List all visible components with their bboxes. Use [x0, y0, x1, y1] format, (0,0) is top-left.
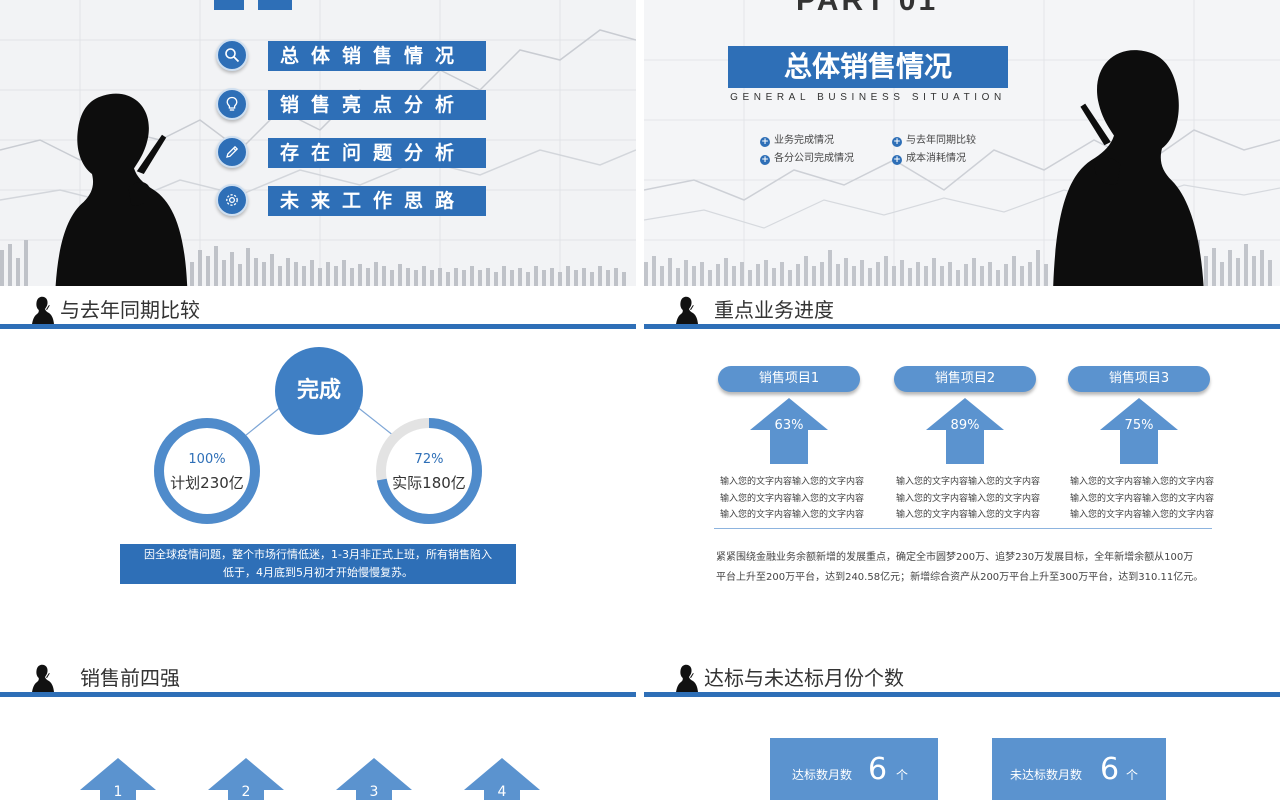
woman-silhouette — [1053, 50, 1204, 286]
rank-number: 4 — [497, 784, 507, 800]
up-arrow-icon — [464, 758, 540, 800]
met-months-value: 6 — [868, 752, 888, 787]
silhouette-icon — [674, 296, 700, 326]
note-line: 因全球疫情问题，整个市场行情低迷，1-3月非正式上班，所有销售陷入 — [144, 548, 492, 561]
toc-item-1[interactable]: 总体销售情况 — [216, 39, 506, 73]
section-divider — [0, 324, 636, 329]
connector-lines — [239, 405, 395, 441]
rank-arrow-2: 2 — [208, 758, 284, 800]
met-months-box: 达标数月数 6 个 — [770, 738, 938, 800]
slide-key-progress[interactable]: 重点业务进度 销售项目1 63% 输入您的文字内容输入您的文字内容输入您的文字内… — [644, 294, 1280, 654]
section-title: 与去年同期比较 — [60, 298, 200, 322]
section-title: 重点业务进度 — [714, 298, 834, 322]
slide-monthly-targets[interactable]: 达标与未达标月份个数 达标数月数 6 个 未达标数月数 6 个 — [644, 662, 1280, 800]
section-divider — [644, 692, 1280, 697]
done-badge: 完成 — [275, 347, 363, 435]
met-months-unit: 个 — [896, 768, 909, 782]
part-point-4[interactable]: +成本消耗情况 — [892, 153, 966, 165]
toc-item-3[interactable]: 存在问题分析 — [216, 136, 506, 170]
plan-label: 计划230亿 — [170, 474, 244, 492]
part-point-2[interactable]: +与去年同期比较 — [892, 135, 976, 147]
section-separator — [714, 528, 1212, 529]
toc-item-label[interactable]: 总体销售情况 — [268, 41, 486, 71]
note-box: 因全球疫情问题，整个市场行情低迷，1-3月非正式上班，所有销售陷入 低于，4月底… — [120, 544, 516, 584]
project-percent: 75% — [1124, 418, 1154, 433]
toc-title-fragment — [214, 0, 292, 10]
part-number-label: PART 01 — [796, 0, 939, 17]
section-header: 重点业务进度 — [644, 294, 1280, 330]
project-percent: 63% — [774, 418, 804, 433]
section-title: 销售前四强 — [80, 666, 180, 690]
up-arrow-icon — [208, 758, 284, 800]
rank-arrow-1: 1 — [80, 758, 156, 800]
plan-ring: 100% 计划230亿 — [152, 416, 262, 526]
rank-number: 2 — [241, 784, 251, 800]
rank-number: 3 — [369, 784, 379, 800]
rank-number: 1 — [113, 784, 123, 800]
project-name[interactable]: 销售项目1 — [718, 366, 860, 392]
met-months-label: 达标数月数 — [792, 768, 853, 782]
slide-toc[interactable]: 总体销售情况 销售亮点分析 存在问题分析 未来工作思路 — [0, 0, 636, 286]
progress-description: 紧紧围绕金融业务余额新增的发展重点，确定全市圆梦200万、追梦230万发展目标，… — [716, 552, 1204, 583]
slide-top-four[interactable]: 销售前四强 1 2 3 4 — [0, 662, 636, 800]
plus-icon: + — [892, 137, 902, 147]
unmet-months-value: 6 — [1100, 752, 1120, 787]
unmet-months-label: 未达标数月数 — [1010, 768, 1083, 782]
gear-icon[interactable] — [216, 184, 248, 216]
toc-item-2[interactable]: 销售亮点分析 — [216, 88, 506, 122]
toc-item-label[interactable]: 未来工作思路 — [268, 186, 486, 216]
pencil-icon[interactable] — [216, 136, 248, 168]
project-description: 输入您的文字内容输入您的文字内容输入您的文字内容输入您的文字内容输入您的文字内容… — [719, 477, 864, 520]
section-divider — [644, 324, 1280, 329]
plan-percent: 100% — [188, 452, 226, 467]
plus-icon: + — [892, 155, 902, 165]
lightbulb-icon[interactable] — [216, 88, 248, 120]
note-line: 低于，4月底到5月初才开始慢慢复苏。 — [223, 566, 413, 579]
slide-part-01[interactable]: PART 01 总体销售情况 GENERAL BUSINESS SITUATIO… — [644, 0, 1280, 286]
project-description: 输入您的文字内容输入您的文字内容输入您的文字内容输入您的文字内容输入您的文字内容… — [895, 477, 1040, 520]
woman-silhouette — [55, 93, 188, 286]
actual-percent: 72% — [414, 452, 444, 467]
section-title: 达标与未达标月份个数 — [704, 666, 904, 690]
silhouette-icon — [674, 664, 700, 694]
part-title: 总体销售情况 — [728, 46, 1008, 88]
rank-arrow-4: 4 — [464, 758, 540, 800]
project-name[interactable]: 销售项目2 — [894, 366, 1036, 392]
project-description: 输入您的文字内容输入您的文字内容输入您的文字内容输入您的文字内容输入您的文字内容… — [1069, 477, 1214, 520]
toc-item-label[interactable]: 存在问题分析 — [268, 138, 486, 168]
toc-item-label[interactable]: 销售亮点分析 — [268, 90, 486, 120]
silhouette-icon — [30, 664, 56, 694]
part-point-3[interactable]: +各分公司完成情况 — [760, 153, 854, 165]
section-header: 销售前四强 — [0, 662, 636, 698]
part-subtitle: GENERAL BUSINESS SITUATION — [730, 92, 1006, 103]
section-divider — [0, 692, 636, 697]
section-header: 达标与未达标月份个数 — [644, 662, 1280, 698]
plus-icon: + — [760, 155, 770, 165]
slide-year-comparison[interactable]: 与去年同期比较 完成 100% 计划230亿 72% 实际180亿 因全球疫情问… — [0, 294, 636, 654]
plus-icon: + — [760, 137, 770, 147]
project-card-3[interactable]: 销售项目3 75% 输入您的文字内容输入您的文字内容输入您的文字内容输入您的文字… — [1062, 366, 1222, 526]
project-card-1[interactable]: 销售项目1 63% 输入您的文字内容输入您的文字内容输入您的文字内容输入您的文字… — [712, 366, 872, 526]
section-header: 与去年同期比较 — [0, 294, 636, 330]
actual-ring: 72% 实际180亿 — [374, 416, 484, 526]
rank-arrow-3: 3 — [336, 758, 412, 800]
toc-item-4[interactable]: 未来工作思路 — [216, 184, 506, 218]
part-point-1[interactable]: +业务完成情况 — [760, 135, 834, 147]
project-name[interactable]: 销售项目3 — [1068, 366, 1210, 392]
search-icon[interactable] — [216, 39, 248, 71]
actual-label: 实际180亿 — [392, 474, 466, 492]
project-card-2[interactable]: 销售项目2 89% 输入您的文字内容输入您的文字内容输入您的文字内容输入您的文字… — [888, 366, 1048, 526]
unmet-months-unit: 个 — [1126, 768, 1139, 782]
up-arrow-icon — [80, 758, 156, 800]
project-percent: 89% — [950, 418, 980, 433]
up-arrow-icon — [336, 758, 412, 800]
unmet-months-box: 未达标数月数 6 个 — [992, 738, 1166, 800]
